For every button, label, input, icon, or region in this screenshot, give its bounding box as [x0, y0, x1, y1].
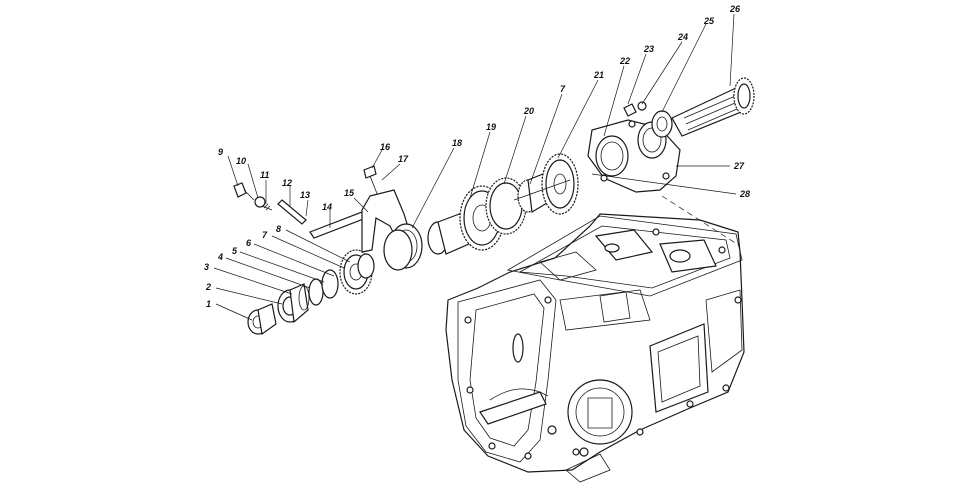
part-24-washer: [637, 101, 647, 111]
callout-21: 21: [593, 70, 604, 80]
shift-fork-assembly: [309, 165, 423, 271]
callout-15: 15: [344, 188, 355, 198]
callout-1: 1: [206, 299, 211, 309]
callout-24: 24: [677, 32, 688, 42]
part-5-6-collar: [321, 269, 339, 299]
callout-19: 19: [486, 122, 496, 132]
callout-10: 10: [236, 156, 246, 166]
callout-23: 23: [643, 44, 654, 54]
part-25-bearing: [651, 110, 673, 138]
part-9-bolt: [233, 182, 255, 201]
part-2-3-bearing: [277, 283, 310, 324]
callout-11: 11: [260, 170, 269, 180]
callout-26: 26: [729, 4, 741, 14]
callout-14: 14: [322, 202, 332, 212]
part-1-nut: [247, 303, 277, 336]
lower-shaft-parts: [233, 182, 375, 336]
callout-4: 4: [217, 252, 223, 262]
callout-3: 3: [204, 262, 209, 272]
callout-18: 18: [452, 138, 462, 148]
callout-8: 8: [276, 224, 281, 234]
part-10-washer: [254, 196, 266, 208]
part-16-screw: [363, 165, 379, 197]
callout-7-lower: 7: [262, 230, 268, 240]
callout-16: 16: [380, 142, 391, 152]
leader-lines: [213, 13, 737, 321]
part-7-8-gear: [339, 249, 375, 295]
callout-7-upper: 7: [560, 84, 566, 94]
callout-20: 20: [523, 106, 534, 116]
callout-28: 28: [739, 189, 750, 199]
part-11-spring: [261, 203, 273, 211]
callout-22: 22: [619, 56, 630, 66]
middle-gear-shaft: [427, 153, 579, 255]
callout-25: 25: [703, 16, 715, 26]
input-shaft-housing: [587, 77, 755, 193]
part-12-13-pin: [277, 199, 307, 225]
callout-2: 2: [205, 282, 211, 292]
callout-12: 12: [282, 178, 292, 188]
callout-5: 5: [232, 246, 238, 256]
part-4-ring: [308, 278, 324, 306]
callout-9: 9: [218, 147, 223, 157]
callout-labels: 1 2 3 4 5 6 7 8 9 10 11 12 13 14 15 16 1…: [204, 4, 750, 309]
callout-27: 27: [733, 161, 745, 171]
gearbox-housing: [445, 195, 745, 483]
part-23-bolt: [623, 103, 637, 117]
callout-6: 6: [246, 238, 252, 248]
part-18-sync-ring: [383, 223, 423, 271]
callout-13: 13: [300, 190, 310, 200]
callout-17: 17: [398, 154, 409, 164]
part-26-splined-shaft: [671, 77, 755, 137]
